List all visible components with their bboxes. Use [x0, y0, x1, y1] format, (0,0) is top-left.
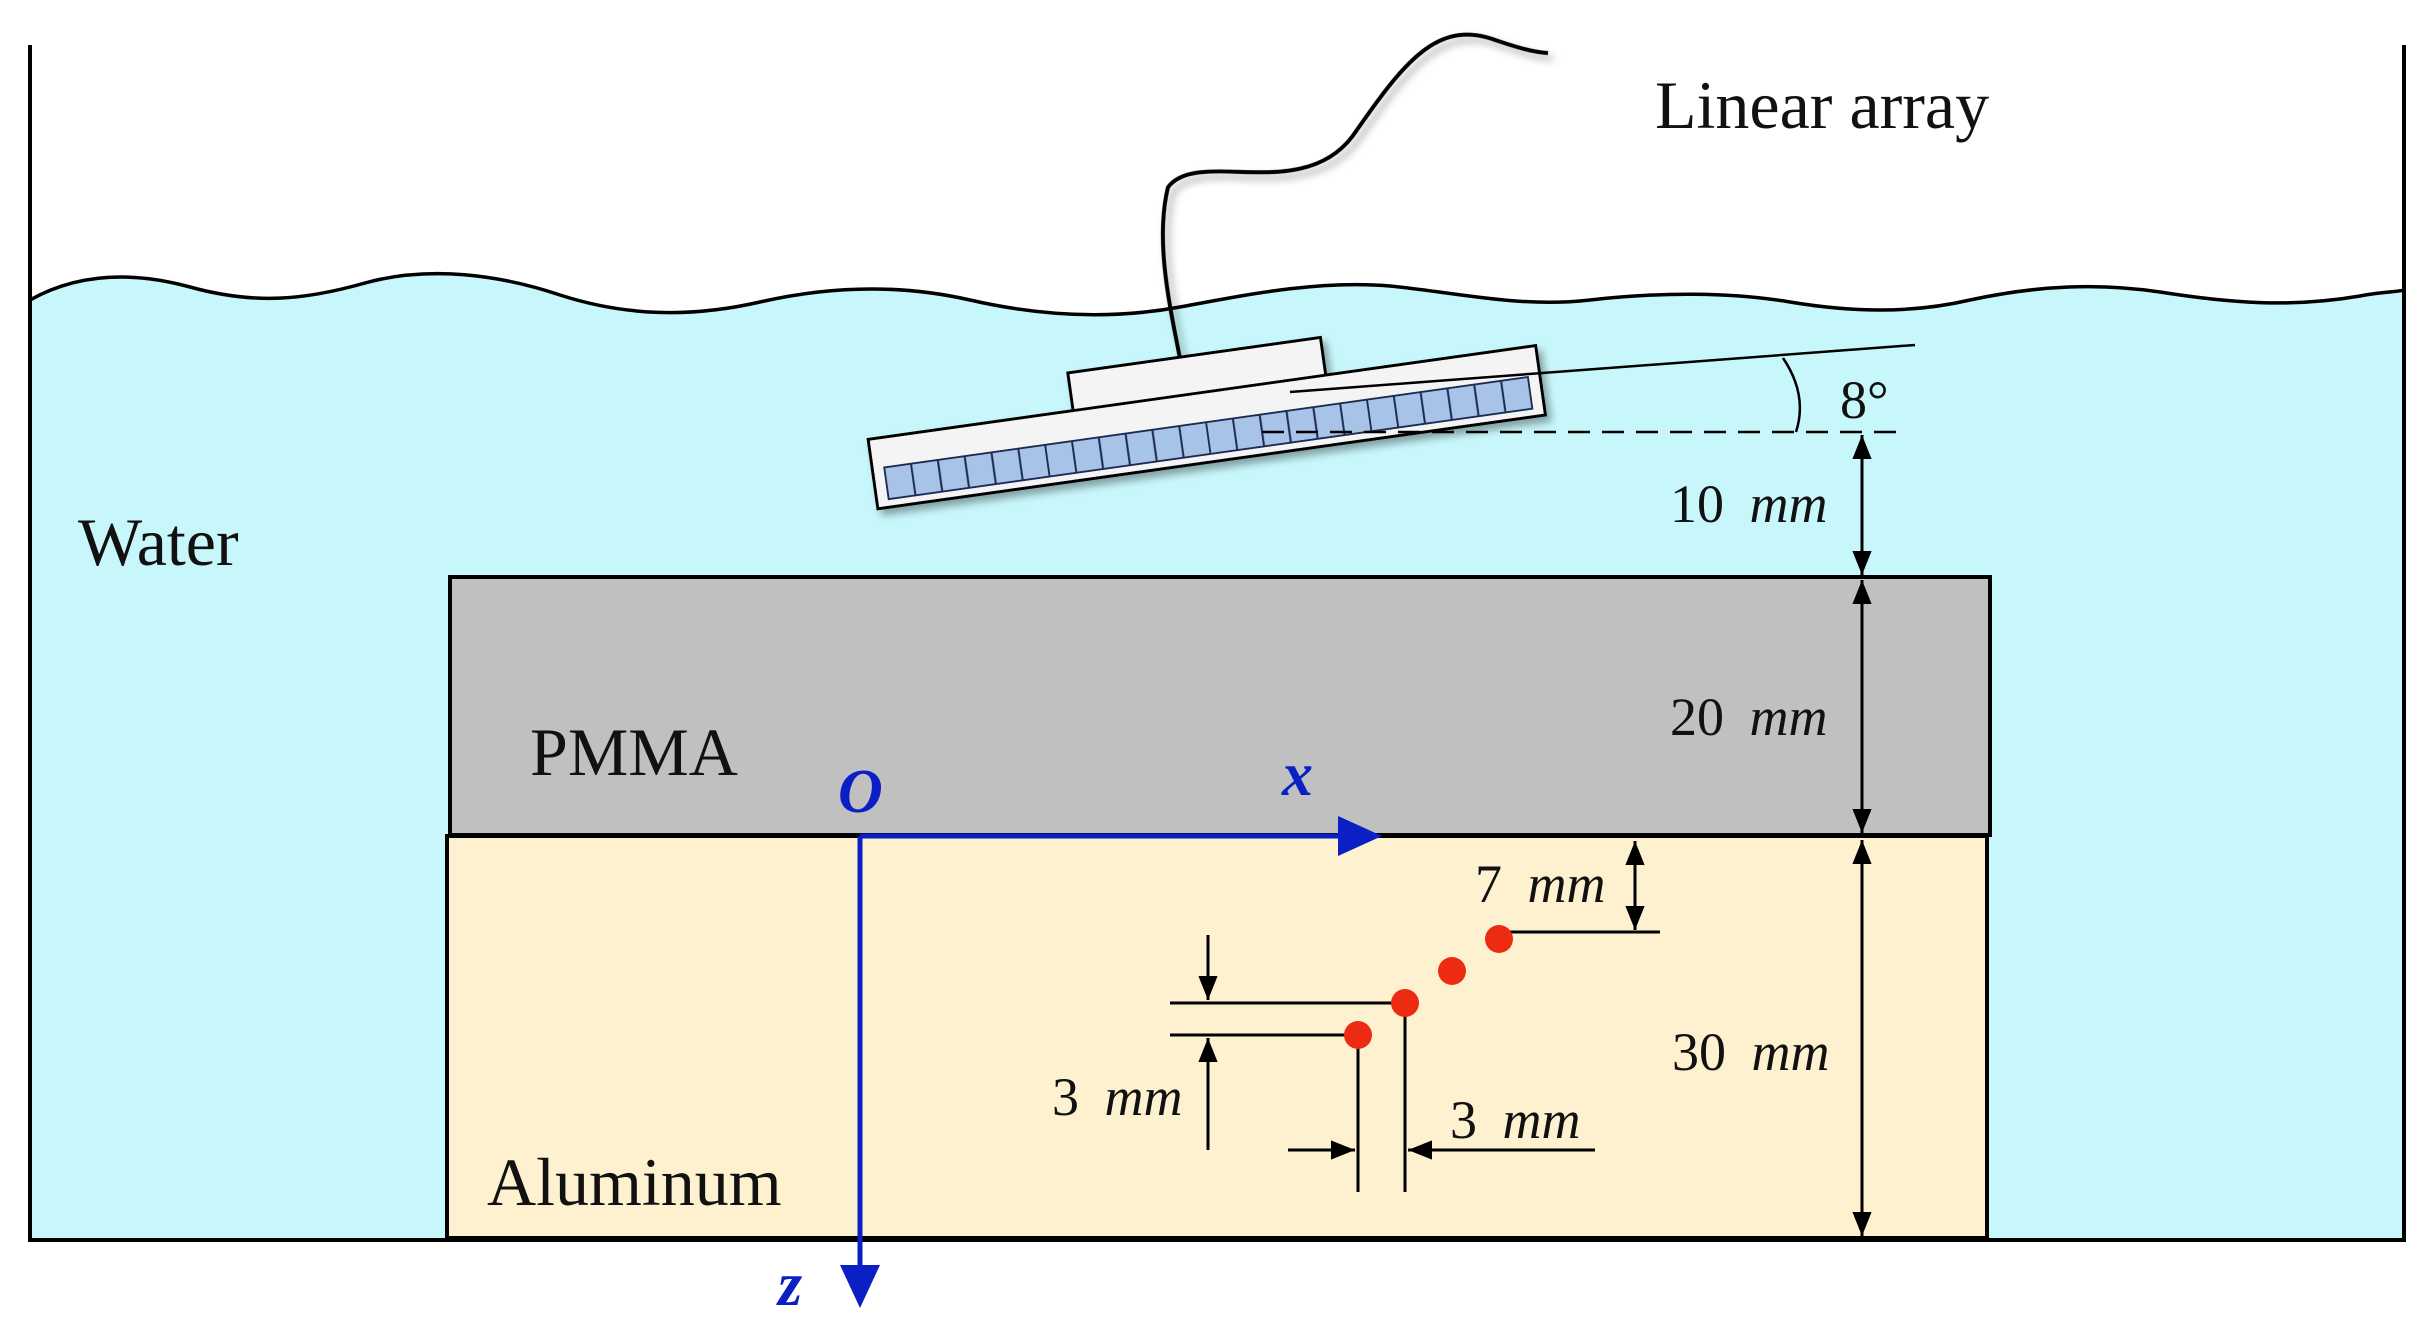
spacing-z-value: 3 [1052, 1067, 1079, 1127]
defect-hole [1485, 925, 1513, 953]
x-axis-label: x [1281, 741, 1313, 809]
water-surface-line [29, 271, 2405, 317]
defect-depth-unit: mm [1528, 854, 1606, 914]
angle-arc [1781, 357, 1802, 433]
incline-reference-line [1289, 343, 1916, 394]
pmma-dim-unit: mm [1750, 687, 1828, 747]
z-axis-label: z [776, 1251, 802, 1319]
side-drilled-holes [1344, 925, 1513, 1049]
aluminum-block [445, 834, 1989, 1240]
spacing-z-label: 3 mm [1052, 1067, 1183, 1127]
z-axis-arrowhead [840, 1265, 880, 1308]
defect-hole [1344, 1021, 1372, 1049]
defect-depth-label: 7 mm [1475, 854, 1606, 914]
coordinate-axes: O x z [776, 741, 1382, 1319]
origin-label: O [838, 758, 883, 826]
aluminum-dim-unit: mm [1752, 1022, 1830, 1082]
aluminum-dim-value: 30 [1672, 1022, 1726, 1082]
linear-array-label: Linear array [1655, 67, 1989, 143]
pmma-layer [448, 575, 1992, 837]
pmma-dim-label: 20 mm [1670, 687, 1828, 747]
aluminum-dim-label: 30 mm [1672, 1022, 1830, 1082]
standoff-dim-label: 10 mm [1670, 474, 1828, 534]
array-cable [1160, 32, 1549, 358]
defect-depth-value: 7 [1475, 854, 1502, 914]
aluminum-label: Aluminum [487, 1144, 782, 1220]
standoff-dim-unit: mm [1750, 474, 1828, 534]
x-axis-arrowhead [1338, 816, 1382, 856]
pmma-dim-value: 20 [1670, 687, 1724, 747]
defect-hole [1391, 989, 1419, 1017]
spacing-x-value: 3 [1450, 1090, 1477, 1150]
angle-label: 8° [1840, 370, 1889, 430]
standoff-dim-value: 10 [1670, 474, 1724, 534]
spacing-z-unit: mm [1105, 1067, 1183, 1127]
array-element [1499, 375, 1534, 414]
defect-hole [1438, 957, 1466, 985]
spacing-x-label: 3 mm [1450, 1090, 1581, 1150]
pmma-label: PMMA [530, 714, 738, 790]
water-label: Water [78, 504, 239, 580]
spacing-x-unit: mm [1503, 1090, 1581, 1150]
array-elements [883, 375, 1534, 501]
